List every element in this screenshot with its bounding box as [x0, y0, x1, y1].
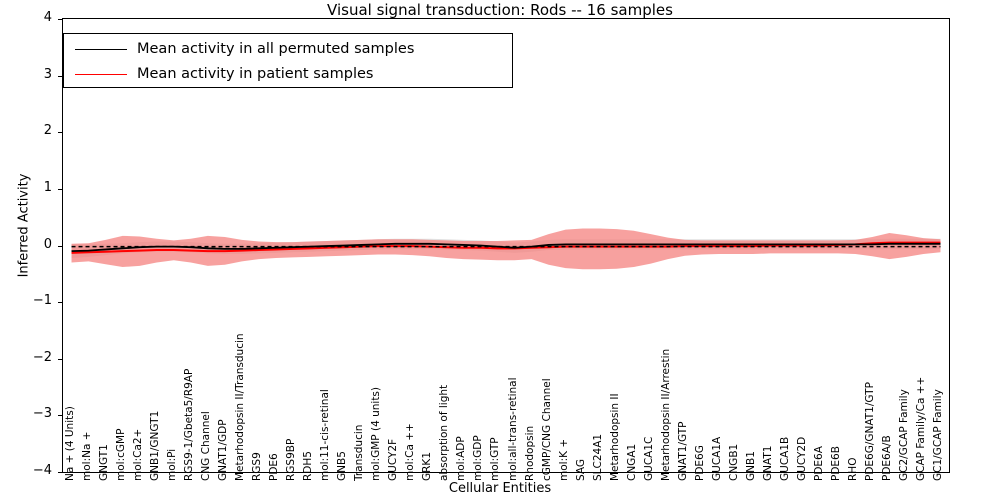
x-tick-label: GNAT1 — [762, 445, 775, 481]
x-tick-label: GNB1 — [745, 451, 758, 481]
x-tick-label: GRK1 — [421, 452, 434, 481]
x-tick-label: GNB5 — [336, 451, 349, 481]
x-tick-label: absorption of light — [438, 384, 451, 481]
x-tick-label: Metarhodopsin II/Arrestin — [659, 348, 672, 481]
x-tick-label: PDE6G — [693, 445, 706, 481]
x-tick-label: GNB1/GNGT1 — [148, 410, 161, 481]
x-tick-label: RDH5 — [302, 451, 315, 481]
legend-entry-permuted: Mean activity in all permuted samples — [64, 36, 414, 62]
x-tick-label: mol:K + — [557, 438, 570, 481]
x-tick-label: Na + (4 Units) — [63, 406, 76, 481]
x-tick-label: PDE6A — [813, 446, 826, 481]
x-tick-label: PDE6B — [830, 446, 843, 481]
x-tick-label: Transducin — [353, 424, 366, 481]
legend-label-permuted: Mean activity in all permuted samples — [137, 41, 415, 57]
x-tick-label: GNAT1/GDP — [216, 419, 229, 481]
x-tick-label: GUCY2D — [796, 436, 809, 481]
x-tick-label: cGMP/CNG Channel — [540, 378, 553, 481]
x-tick-label: CNG Channel — [199, 411, 212, 481]
x-tick-label: GNAT1/GTP — [676, 421, 689, 482]
x-tick-label: mol:cGMP — [114, 428, 127, 481]
x-tick-label: GUCA1C — [642, 436, 655, 481]
x-tick-label: GNGT1 — [97, 444, 110, 481]
legend: Mean activity in all permuted samples Me… — [63, 33, 513, 88]
x-tick-label: GUCA1A — [710, 436, 723, 481]
x-tick-label: mol:Pi — [165, 448, 178, 481]
x-tick-label: mol:GTP — [489, 437, 502, 481]
x-tick-label: PDE6G/GNAT1/GTP — [864, 382, 877, 481]
x-tick-label: SAG — [574, 459, 587, 481]
x-tick-label: mol:Na + — [80, 431, 93, 481]
chart-title: Visual signal transduction: Rods -- 16 s… — [327, 1, 673, 19]
x-tick-label: GUCY2F — [387, 438, 400, 481]
legend-label-patient: Mean activity in patient samples — [137, 66, 374, 82]
x-tick-label: CNGB1 — [728, 443, 741, 481]
x-tick-label: mol:GMP (4 units) — [370, 387, 383, 481]
x-tick-label: RHO — [847, 457, 860, 481]
x-tick-label: PDE6A/B — [881, 435, 894, 481]
x-tick-label: RGS9 — [250, 452, 263, 481]
x-tick-label: mol:Ca ++ — [404, 423, 417, 481]
legend-swatch-patient-icon — [75, 73, 127, 75]
x-tick-label: GC1/GCAP Family — [932, 389, 945, 481]
x-tick-label: GCAP Family/Ca ++ — [915, 376, 928, 481]
x-tick-label: mol:all-trans-retinal — [506, 377, 519, 481]
x-tick-label: CNGA1 — [625, 443, 638, 481]
x-tick-label: Rhodopsin — [523, 425, 536, 481]
x-tick-label: Metarhodopsin II — [608, 393, 621, 481]
plot-area — [62, 18, 950, 473]
x-tick-label: mol:Ca2+ — [131, 428, 144, 481]
x-tick-label: GC2/GCAP Family — [898, 389, 911, 481]
x-axis-label: Cellular Entities — [448, 481, 552, 496]
x-tick-label: mol:ADP — [455, 436, 468, 481]
x-tick-label: mol:11-cis-retinal — [319, 389, 332, 481]
x-tick-label: RGS9BP — [285, 438, 298, 481]
x-tick-label: Metarhodopsin II/Transducin — [233, 333, 246, 481]
x-tick-label: RGS9-1/Gbeta5/R9AP — [182, 368, 195, 481]
x-tick-label: SLC24A1 — [591, 433, 604, 481]
x-tick-label: GUCA1B — [779, 436, 792, 481]
x-tick-label: PDE6 — [267, 453, 280, 481]
legend-entry-patient: Mean activity in patient samples — [64, 61, 373, 87]
legend-swatch-permuted-icon — [75, 48, 127, 50]
plot-canvas — [71, 228, 941, 270]
x-tick-label: mol:GDP — [472, 435, 485, 481]
